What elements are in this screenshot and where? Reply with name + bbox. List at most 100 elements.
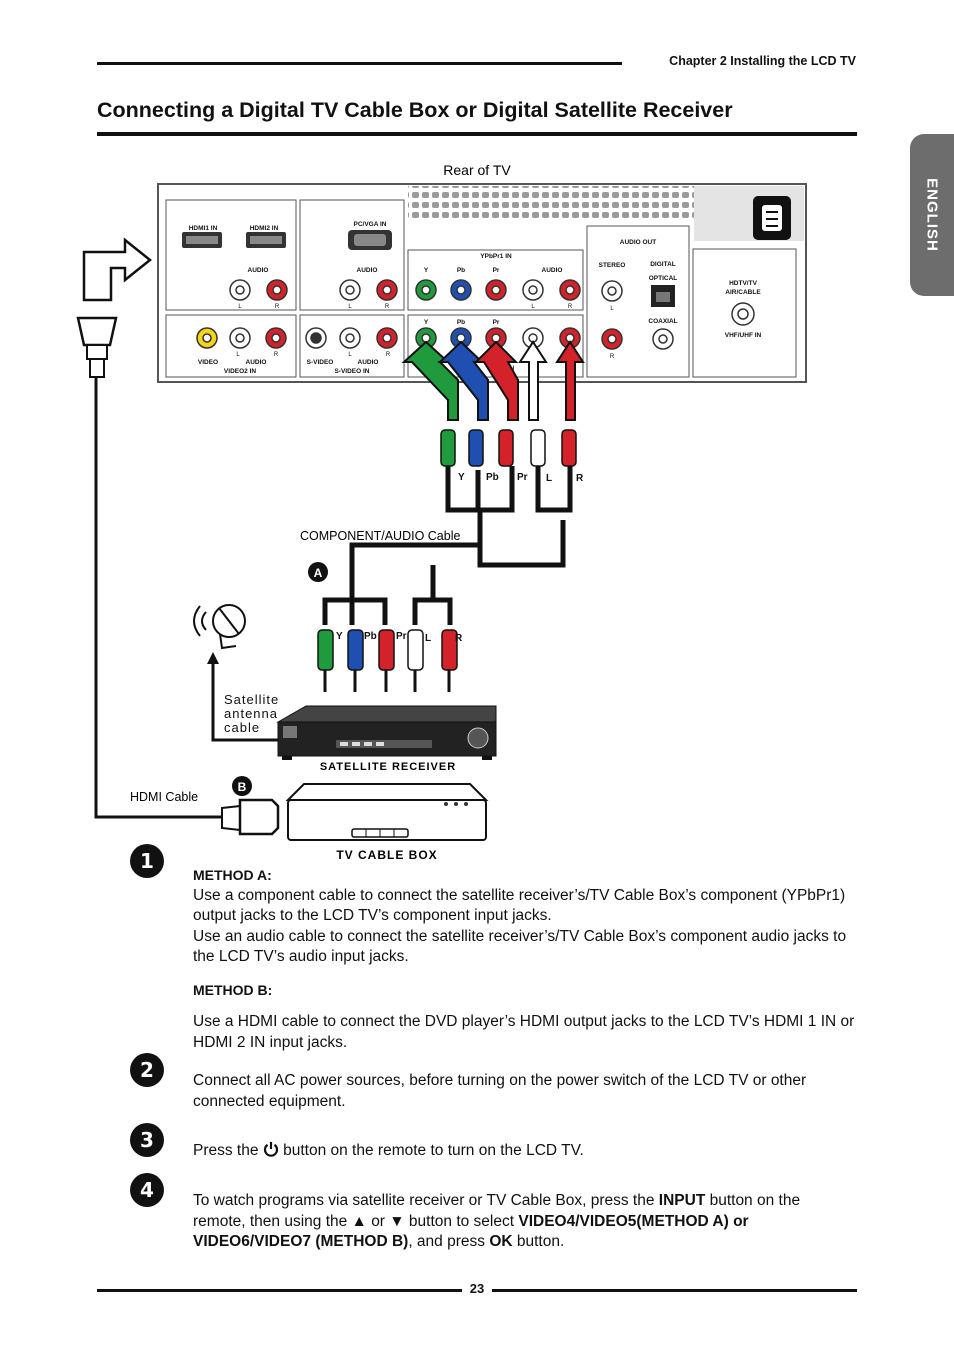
audio-label-1: AUDIO (248, 267, 269, 274)
r-label: R (385, 304, 390, 310)
input-button-name: INPUT (658, 1192, 706, 1209)
satellite-antenna-cable (211, 662, 285, 742)
satellite-receiver-label: SATELLITE RECEIVER (320, 761, 456, 773)
plug-label-r: R (455, 633, 463, 644)
badge-a (308, 562, 328, 582)
tv-rear-panel: HDMI1 IN HDMI2 IN PC/VGA IN AUDIO AUDIO … (157, 183, 807, 383)
l-label: L (238, 304, 242, 310)
coaxial-label: COAXIAL (648, 318, 677, 325)
hdmi-cable (76, 237, 280, 836)
l-label: L (348, 352, 352, 358)
step-4-text: To watch programs via satellite receiver… (193, 1192, 659, 1209)
cable-plugs-tv (440, 429, 577, 467)
pcvga-label: PC/VGA IN (354, 221, 387, 228)
hdmi-cable-label: HDMI Cable (130, 790, 198, 804)
tv-cable-box-label: TV CABLE BOX (336, 848, 437, 862)
plug-label-l: L (425, 633, 431, 644)
badge-b-label: B (238, 780, 247, 794)
aircable-label: AIR/CABLE (725, 289, 761, 296)
page-number: 23 (462, 1281, 492, 1296)
language-tab: ENGLISH (910, 134, 954, 296)
r-label: R (610, 354, 615, 360)
plug-label-pb: Pb (364, 631, 377, 642)
title-rule (97, 132, 857, 136)
hdtv-label: HDTV/TV (729, 280, 757, 287)
method-a-text-2: Use an audio cable to connect the satell… (193, 927, 847, 966)
step-number-4: 4 (130, 1173, 164, 1207)
badge-b (232, 776, 252, 796)
chapter-label: Chapter 2 Installing the LCD TV (669, 54, 856, 68)
plug-label-r: R (576, 473, 584, 484)
page-title: Connecting a Digital TV Cable Box or Dig… (97, 98, 733, 122)
audio-label-2: AUDIO (357, 267, 378, 274)
y-label-bottom: Y (424, 319, 429, 326)
vhf-label: VHF/UHF IN (725, 332, 762, 339)
antenna-label-line2: antenna (224, 706, 278, 721)
rear-of-tv-label: Rear of TV (443, 162, 511, 178)
hdmi-plug-icon (238, 798, 280, 836)
method-b-heading: METHOD B: (193, 981, 273, 998)
method-a-text-1: Use a component cable to connect the sat… (193, 886, 846, 925)
tv-cable-box (285, 783, 489, 841)
step-4-text: button on the remote, then using the ▲ o… (193, 1192, 801, 1230)
digital-label: DIGITAL (650, 261, 676, 268)
l-label: L (236, 352, 240, 358)
audio-label-4: AUDIO (246, 359, 267, 366)
r-label: R (568, 304, 573, 310)
r-label: R (274, 352, 279, 358)
step-1: METHOD A: Use a component cable to conne… (193, 865, 855, 1053)
method-a-heading: METHOD A: (193, 867, 272, 883)
badge-a-label: A (314, 566, 323, 580)
hdmi2-label: HDMI2 IN (250, 225, 279, 232)
plug-label-y: Y (336, 631, 343, 642)
audio-label-3: AUDIO (542, 267, 563, 274)
pb-label-bottom: Pb (457, 319, 465, 326)
step-3-text-after: button on the remote to turn on the LCD … (283, 1142, 584, 1159)
rca-jacks (196, 279, 755, 350)
ok-button-name: OK (489, 1233, 513, 1250)
optical-label: OPTICAL (649, 275, 678, 282)
stereo-label: STEREO (599, 262, 626, 269)
audio-out-label: AUDIO OUT (620, 239, 657, 246)
l-label: L (610, 306, 614, 312)
component-audio-cable (322, 466, 573, 625)
y-label-top: Y (424, 267, 429, 274)
hdmi-arrow-icon (82, 237, 153, 302)
cable-plugs-receiver (317, 629, 458, 671)
pr-label-bottom: Pr (493, 319, 500, 326)
step-4: To watch programs via satellite receiver… (193, 1191, 855, 1253)
video-label: VIDEO (198, 359, 218, 366)
plug-label-pr: Pr (396, 631, 407, 642)
step-number-3: 3 (130, 1123, 164, 1157)
pb-label-top: Pb (457, 267, 465, 274)
plug-label-l: L (546, 473, 552, 484)
hdmi-plug-icon (76, 316, 118, 347)
satellite-receiver (276, 705, 497, 760)
satellite-dish-icon (193, 604, 246, 650)
hdmi1-label: HDMI1 IN (189, 225, 218, 232)
svideo-label: S-VIDEO (307, 359, 334, 366)
pr-label-top: Pr (493, 267, 500, 274)
audio-label-5: AUDIO (358, 359, 379, 366)
power-icon (263, 1142, 278, 1157)
r-label: R (386, 352, 391, 358)
step-number-1: 1 (130, 844, 164, 878)
step-2: Connect all AC power sources, before tur… (193, 1072, 807, 1110)
l-label: L (531, 304, 535, 310)
ypbpr1-label: YPbPr1 IN (480, 253, 512, 260)
plug-label-pb: Pb (486, 472, 499, 483)
l-label: L (348, 304, 352, 310)
video-input-names: VIDEO4/VIDEO5(METHOD A) or VIDEO6/VIDEO7… (193, 1212, 749, 1251)
plug-label-pr: Pr (517, 472, 528, 483)
svideo-in-label: S-VIDEO IN (334, 368, 369, 375)
plug-label-y: Y (458, 472, 465, 483)
video2-label: VIDEO2 IN (224, 368, 256, 375)
antenna-label-line3: cable (224, 720, 260, 735)
antenna-label-line1: Satellite (224, 692, 279, 707)
step-4-text: , and press (408, 1233, 490, 1250)
step-3: Press the button on the remote to turn o… (193, 1141, 855, 1162)
method-b-text: Use a HDMI cable to connect the DVD play… (193, 1013, 855, 1051)
r-label: R (275, 304, 280, 310)
step-3-text-before: Press the (193, 1142, 259, 1159)
vent-grille (408, 186, 694, 220)
